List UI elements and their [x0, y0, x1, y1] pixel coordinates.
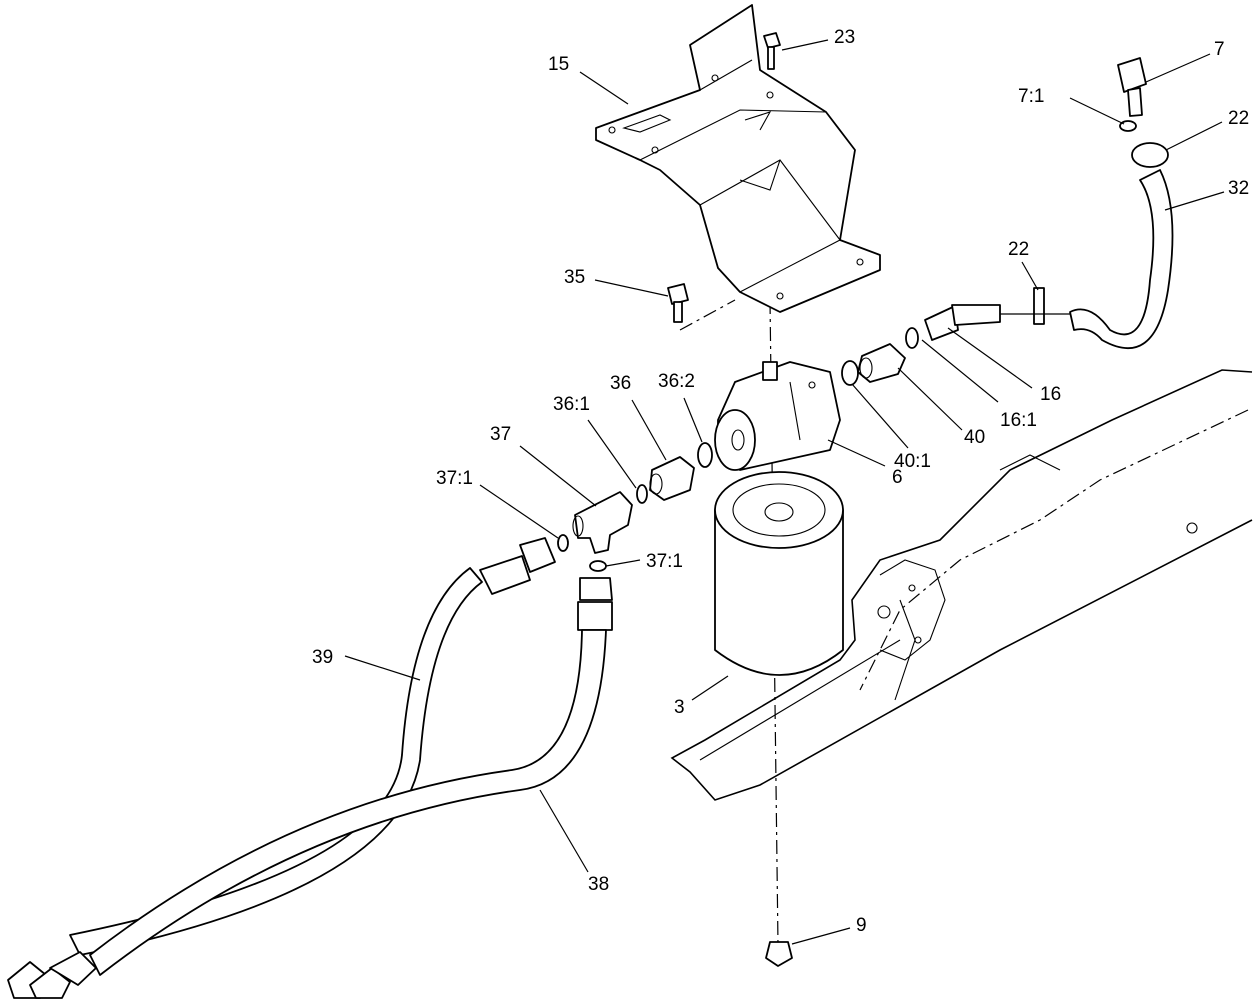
mounting-bracket	[595, 4, 881, 313]
o-ring-37-1-left	[557, 534, 569, 552]
hose-39	[69, 537, 556, 956]
bolt-23	[763, 32, 781, 70]
elbow-16	[924, 304, 1001, 341]
callout-36-2: 36:2	[658, 371, 695, 392]
callout-3: 3	[674, 697, 685, 718]
hose-32	[1069, 169, 1174, 350]
callout-23: 23	[834, 27, 855, 48]
drain-plug	[765, 941, 793, 967]
callout-7-1: 7:1	[1018, 86, 1044, 107]
hose-38	[89, 577, 613, 976]
fitting-7	[1117, 57, 1147, 117]
fitting-36	[649, 456, 695, 501]
callout-22-top: 22	[1228, 108, 1249, 129]
fitting-40	[857, 343, 906, 383]
callout-37: 37	[490, 424, 511, 445]
hose-end-fittings	[7, 951, 97, 999]
o-ring-37-1-lower	[589, 560, 607, 572]
o-ring-7-1	[1119, 120, 1137, 132]
callout-36: 36	[610, 373, 631, 394]
callout-6: 6	[892, 467, 903, 488]
o-ring-16-1	[905, 327, 919, 349]
frame-rail	[670, 369, 1253, 801]
bolt-35	[667, 283, 689, 323]
callout-39: 39	[312, 647, 333, 668]
o-ring-40-1	[841, 360, 859, 386]
callout-16: 16	[1040, 384, 1061, 405]
callout-15: 15	[548, 54, 569, 75]
callout-32: 32	[1228, 178, 1249, 199]
callout-labels: 15 23 7 7:1 22 32 22 35 16 16:1 40 40:1 …	[312, 27, 1249, 936]
callout-9: 9	[856, 915, 867, 936]
callout-35: 35	[564, 267, 585, 288]
hose-clamp-22-mid	[1033, 287, 1045, 325]
o-ring-36-2	[697, 442, 713, 468]
hose-clamp-22-top	[1131, 142, 1169, 168]
o-ring-36-1	[636, 484, 648, 504]
callout-37-1-left: 37:1	[436, 468, 473, 489]
callout-22-mid: 22	[1008, 239, 1029, 260]
callout-40: 40	[964, 427, 985, 448]
filter-canister	[714, 471, 844, 676]
callout-37-1-lower: 37:1	[646, 551, 683, 572]
callout-36-1: 36:1	[553, 394, 590, 415]
tee-fitting-37	[572, 491, 633, 554]
leader-lines	[344, 39, 1225, 945]
callout-16-1: 16:1	[1000, 410, 1037, 431]
center-line-return	[679, 299, 736, 331]
callout-7: 7	[1214, 39, 1225, 60]
filter-head	[714, 361, 841, 471]
callout-40-1: 40:1	[894, 451, 931, 472]
callout-38: 38	[588, 874, 609, 895]
